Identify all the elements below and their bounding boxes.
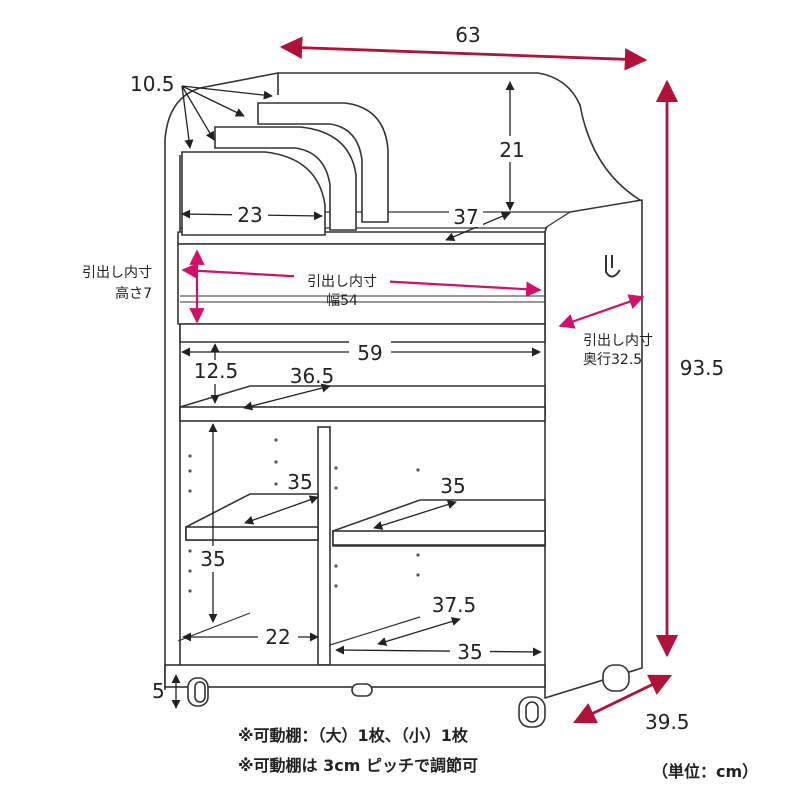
drawer-depth-value: 奥行32.5: [583, 351, 642, 368]
note-shelf-count: ※可動棚：（大）1枚、（小）1枚: [238, 726, 469, 745]
upper-clearance-label: 12.5: [194, 359, 239, 383]
bottom-depth-label: 37.5: [432, 593, 477, 617]
caster-front-left: [187, 677, 209, 707]
divider-middle: [214, 126, 357, 231]
drawer-width-title: 引出し内寸: [307, 274, 377, 290]
dimension-labels: 63 93.5 39.5 10.5 21 23 37 引出し内寸 高さ7 引出し…: [82, 20, 730, 734]
right-side-panel: [544, 199, 643, 699]
note-shelf-pitch: ※可動棚は 3cm ピッチで調節可: [238, 756, 478, 775]
divider-back: [257, 102, 389, 223]
inner-width-label: 59: [357, 341, 382, 365]
hook-icon: [605, 255, 621, 278]
width-arrow: [279, 36, 648, 71]
depth-arrow: [572, 674, 673, 724]
caster-back-middle: [351, 683, 373, 697]
drawer-depth-arrow: [558, 294, 645, 329]
top-deck: [179, 323, 546, 343]
lower-compartment-height-label: 35: [200, 547, 225, 571]
notes: ※可動棚：（大）1枚、（小）1枚 ※可動棚は 3cm ピッチで調節可 （単位：c…: [238, 726, 758, 781]
overall-depth-label: 39.5: [645, 710, 690, 734]
overall-dimension-arrows: [279, 36, 679, 724]
left-shelf-depth-label: 35: [287, 470, 312, 494]
caster-height-label: 5: [152, 679, 165, 703]
rack-height-label: 21: [499, 138, 524, 162]
drawer-height-value: 高さ7: [115, 285, 152, 302]
unit-note: （単位：cm）: [652, 762, 758, 781]
right-shelf-depth-label: 35: [440, 474, 465, 498]
caster-front-right: [518, 696, 546, 728]
drawer-depth-title: 引出し内寸: [583, 333, 653, 349]
top-right-depth-label: 37: [453, 205, 478, 229]
bottom-board: [164, 664, 546, 688]
center-partition: [317, 426, 331, 666]
upper-shelf-depth-label: 36.5: [290, 364, 335, 388]
drawer-width-value: 幅54: [326, 293, 358, 309]
bottom-right-width-label: 35: [457, 640, 482, 664]
bottom-left-width-label: 22: [265, 625, 290, 649]
caster-back-right: [602, 664, 630, 692]
top-left-width-label: 23: [237, 203, 262, 227]
top-step-label: 10.5: [130, 72, 175, 96]
drawer-height-title: 引出し内寸: [82, 265, 152, 281]
overall-width-label: 63: [455, 23, 480, 47]
back-panel-top: [278, 72, 641, 201]
overall-height-label: 93.5: [680, 356, 725, 380]
shelf-pin-holes: [188, 438, 420, 593]
